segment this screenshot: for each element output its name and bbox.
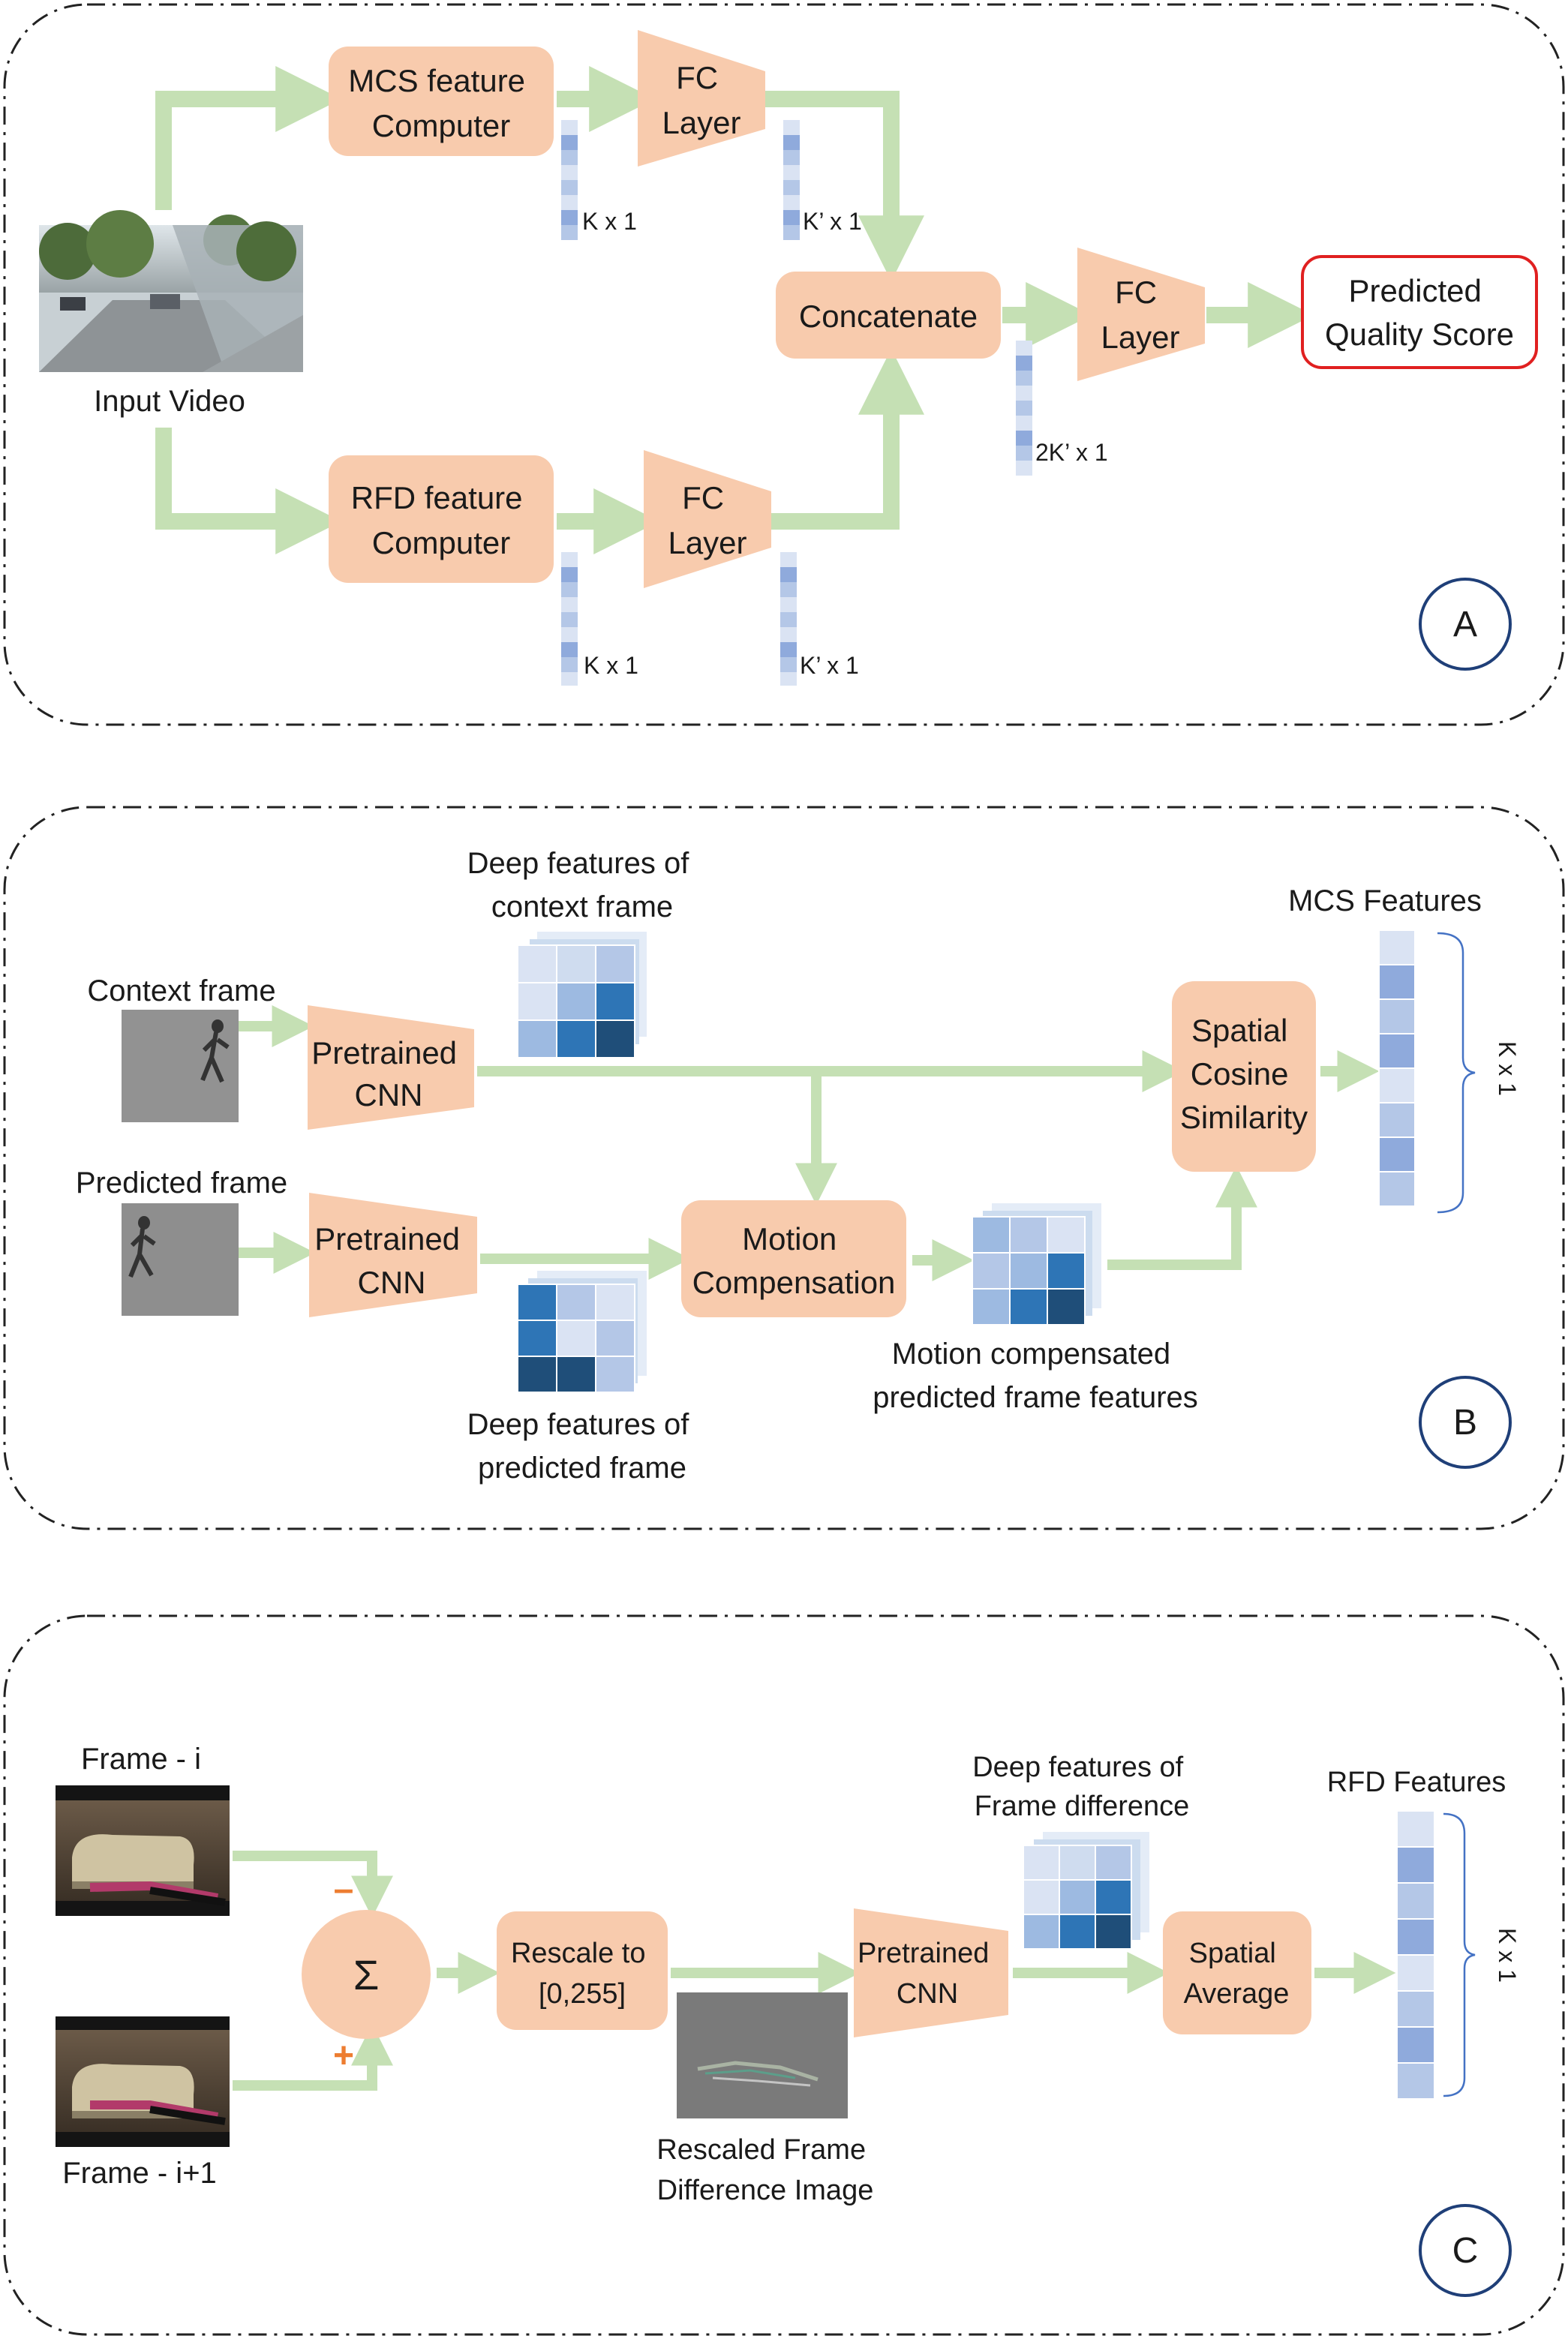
- arrow-frame-i1-to-sum: [233, 2023, 393, 2091]
- rfd-features-brace: [1443, 1812, 1476, 2097]
- panel-a: Input Video MCS feature Computer RFD fea…: [3, 3, 1565, 726]
- vector-k-rfd: [561, 552, 578, 686]
- vector-k-rfd-dim: K x 1: [584, 652, 638, 679]
- fc-layer-final: [1077, 248, 1205, 381]
- panel-c: Frame - i Frame - i+1 – + Σ Rescale to […: [3, 1614, 1565, 2336]
- panel-c-letter-circle: [1419, 2204, 1512, 2297]
- concatenate-label: Concatenate: [799, 299, 978, 334]
- spatial-cosine-similarity-label: Spatial Cosine Similarity: [1180, 1013, 1308, 1135]
- mcs-features-vector: [1378, 929, 1416, 1207]
- panel-b-border: [3, 806, 1565, 1530]
- plus-sign: +: [333, 2036, 354, 2076]
- context-frame-image: [122, 1010, 239, 1122]
- arrow-video-to-rfd: [155, 428, 342, 554]
- vector-k-mcs: [561, 120, 578, 240]
- rfd-feature-computer-box: [329, 455, 554, 583]
- panel-a-letter: A: [1453, 605, 1477, 644]
- sum-symbol: Σ: [353, 1951, 380, 1998]
- fc-layer-bottom-label: FC Layer: [668, 480, 746, 560]
- mcs-features-label: MCS Features: [1288, 884, 1482, 917]
- arrow-fc-bottom-to-concat: [771, 348, 924, 530]
- motion-compensated-features-grid: [972, 1203, 1101, 1326]
- predicted-quality-score-label: Predicted Quality Score: [1325, 273, 1514, 352]
- pretrained-cnn-predicted: [309, 1193, 477, 1317]
- deep-features-predicted-grid: [517, 1271, 647, 1393]
- pretrained-cnn-difference: [854, 1908, 1008, 2037]
- predicted-frame-label: Predicted frame: [76, 1166, 287, 1200]
- predicted-frame-image: [122, 1203, 239, 1316]
- rescaled-frame-difference-image: [677, 1992, 848, 2118]
- mcs-feature-computer-box: [329, 47, 554, 156]
- vector-kp-mcs: [783, 120, 800, 240]
- vector-kp-mcs-dim: K’ x 1: [803, 208, 862, 235]
- pretrained-cnn-predicted-label: Pretrained CNN: [314, 1221, 468, 1300]
- arrow-fc-top-to-concat: [765, 91, 924, 282]
- fc-layer-final-label: FC Layer: [1101, 275, 1179, 355]
- rfd-features-label: RFD Features: [1327, 1767, 1506, 1798]
- motion-compensation-box: [681, 1200, 906, 1317]
- vector-2kp: [1016, 341, 1032, 476]
- deep-features-context-grid: [517, 932, 647, 1058]
- pretrained-cnn-context: [308, 1005, 474, 1130]
- spatial-average-label: Spatial Average: [1184, 1938, 1290, 2010]
- rfd-features-vector: [1396, 1810, 1435, 2100]
- panel-b: Deep features of context frame Context f…: [3, 806, 1565, 1530]
- panel-a-border: [3, 3, 1565, 726]
- motion-compensation-label: Motion Compensation: [692, 1221, 896, 1300]
- spatial-average-box: [1163, 1911, 1311, 2034]
- panel-c-border: [3, 1614, 1565, 2336]
- pretrained-cnn-difference-label: Pretrained CNN: [858, 1938, 997, 2010]
- arrow-video-to-mcs: [155, 66, 342, 210]
- frame-i-image: [56, 1785, 230, 1916]
- vector-2kp-dim: 2K’ x 1: [1035, 439, 1108, 466]
- input-video-image: [39, 210, 303, 372]
- panel-a-letter-circle: [1419, 578, 1512, 671]
- vector-kp-rfd: [780, 552, 797, 686]
- rescale-box: [497, 1911, 668, 2030]
- sum-node: [302, 1910, 431, 2039]
- deep-features-difference-caption: Deep features of Frame difference: [972, 1752, 1191, 1822]
- fc-layer-top: [638, 30, 765, 167]
- frame-i-label: Frame - i: [81, 1743, 201, 1776]
- context-frame-label: Context frame: [87, 974, 275, 1007]
- rescaled-frame-difference-caption: Rescaled Frame Difference Image: [656, 2134, 873, 2206]
- panel-c-letter: C: [1452, 2231, 1479, 2271]
- deep-features-predicted-caption: Deep features of predicted frame: [467, 1408, 698, 1485]
- frame-i1-label: Frame - i+1: [62, 2157, 217, 2190]
- predicted-quality-score-box: [1301, 255, 1538, 369]
- mcs-features-brace: [1437, 932, 1476, 1214]
- deep-features-difference-grid: [1023, 1832, 1149, 1950]
- fc-layer-bottom: [644, 450, 771, 588]
- input-video-label: Input Video: [94, 385, 245, 418]
- motion-compensated-features-caption: Motion compensated predicted frame featu…: [873, 1338, 1198, 1414]
- pretrained-cnn-context-label: Pretrained CNN: [311, 1035, 465, 1112]
- concatenate-box: [776, 272, 1001, 359]
- frame-i1-image: [56, 2016, 230, 2147]
- arrow-frame-i-to-sum: [233, 1851, 393, 1918]
- vector-k-mcs-dim: K x 1: [582, 208, 637, 235]
- fc-layer-top-label: FC Layer: [662, 60, 740, 140]
- mcs-feature-computer-label: MCS feature Computer: [348, 63, 533, 143]
- panel-b-letter-circle: [1419, 1376, 1512, 1469]
- minus-sign: –: [334, 1869, 354, 1909]
- rfd-feature-computer-label: RFD feature Computer: [351, 480, 531, 560]
- deep-features-context-caption: Deep features of context frame: [467, 847, 698, 923]
- panel-b-letter: B: [1453, 1403, 1477, 1443]
- rescale-label: Rescale to [0,255]: [511, 1938, 653, 2010]
- vector-kp-rfd-dim: K’ x 1: [800, 652, 859, 679]
- rfd-features-dim: K x 1: [1494, 1928, 1521, 1983]
- mcs-features-dim: K x 1: [1494, 1041, 1521, 1096]
- spatial-cosine-similarity-box: [1172, 981, 1316, 1172]
- arrow-features-to-cosine: [1107, 1165, 1257, 1270]
